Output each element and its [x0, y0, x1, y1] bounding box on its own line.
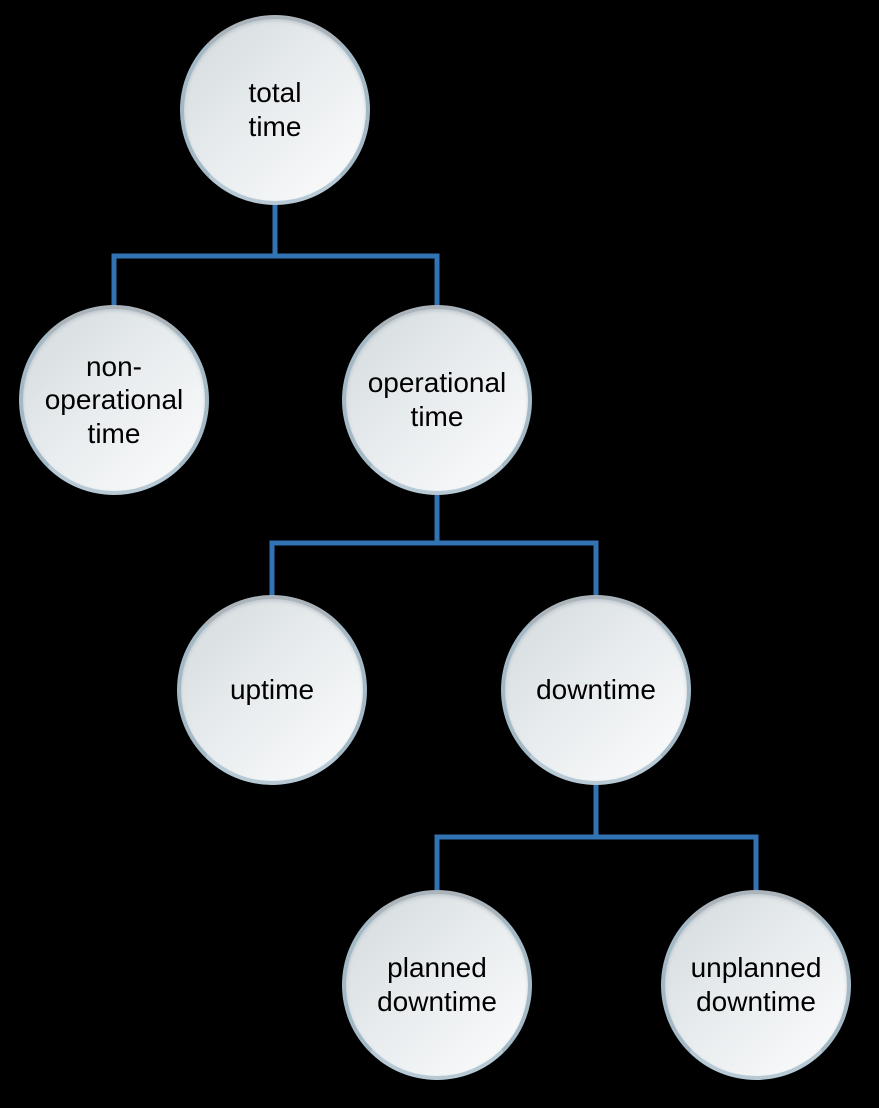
node-planned-downtime-label: planned downtime — [377, 952, 497, 1017]
node-downtime: downtime — [501, 595, 691, 785]
connector-downtime-children — [434, 783, 759, 892]
node-uptime: uptime — [177, 595, 367, 785]
connector-total-children — [111, 202, 440, 307]
connector-operational-children — [269, 492, 599, 597]
node-operational-time-label: operational time — [367, 367, 507, 432]
node-operational-time: operational time — [342, 305, 532, 495]
node-unplanned-downtime: unplanned downtime — [661, 890, 851, 1080]
node-total-time: total time — [180, 15, 370, 205]
node-uptime-label: uptime — [229, 674, 315, 706]
node-non-operational-time-label: non- operational time — [44, 350, 184, 449]
node-unplanned-downtime-label: unplanned downtime — [690, 952, 822, 1017]
node-total-time-label: total time — [248, 77, 302, 142]
node-planned-downtime: planned downtime — [342, 890, 532, 1080]
node-non-operational-time: non- operational time — [19, 305, 209, 495]
node-downtime-label: downtime — [536, 674, 656, 706]
